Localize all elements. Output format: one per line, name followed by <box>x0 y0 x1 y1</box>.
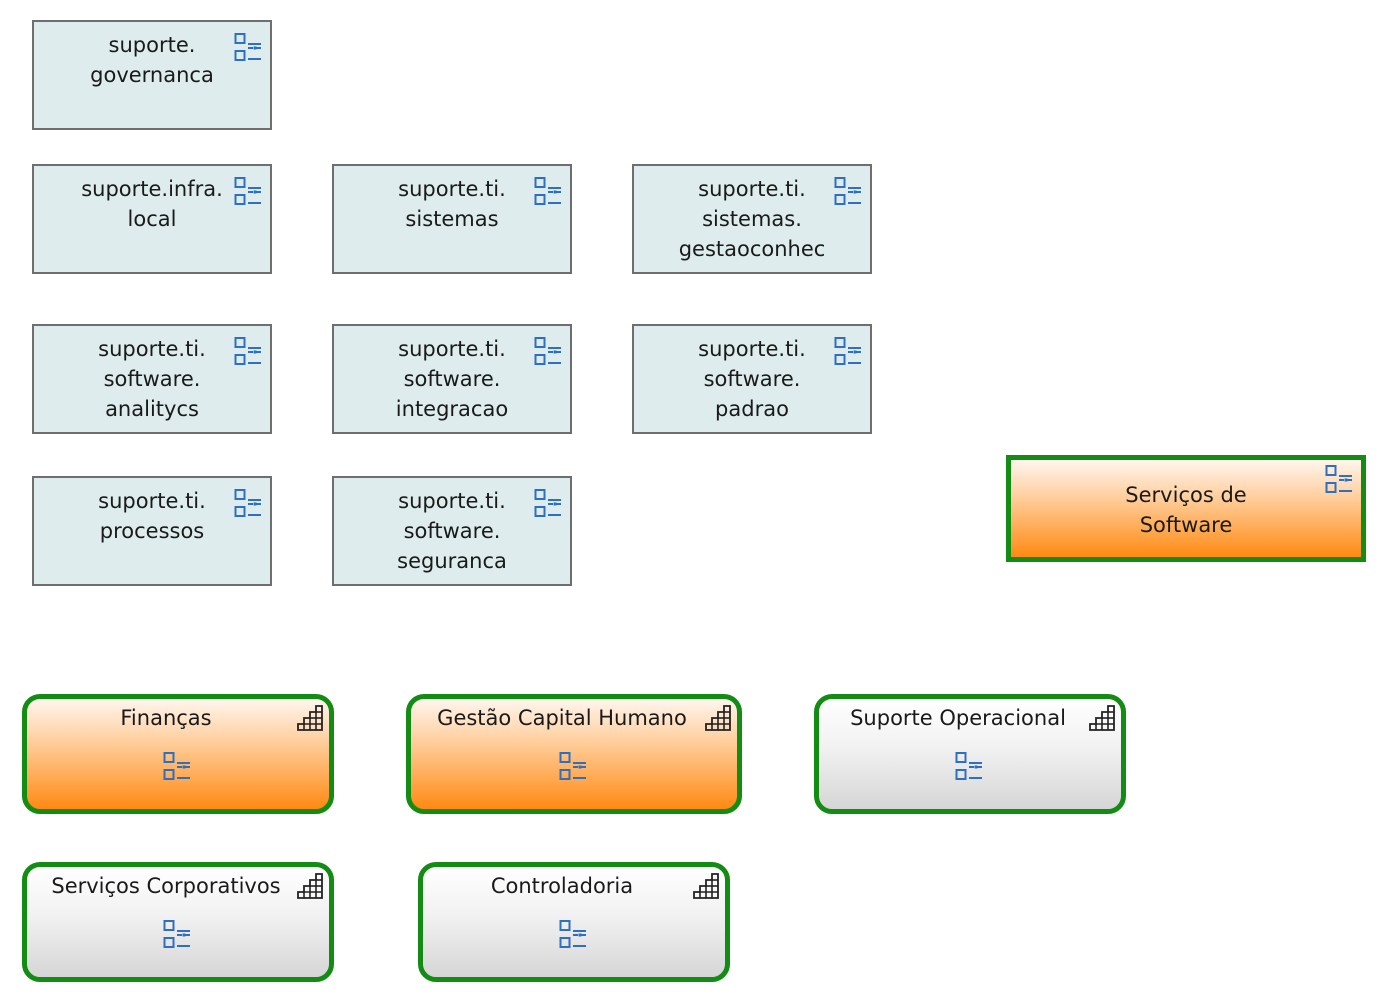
capability-node-financas[interactable]: Finanças <box>22 694 334 814</box>
capability-node-suporte-operacional[interactable]: Suporte Operacional <box>814 694 1126 814</box>
capability-node-gestao-capital-humano[interactable]: Gestão Capital Humano <box>406 694 742 814</box>
module-node-ti-sistemas[interactable]: suporte.ti. sistemas <box>332 164 572 274</box>
module-node-governanca[interactable]: suporte. governanca <box>32 20 272 130</box>
list-icon <box>834 336 862 368</box>
grid-icon <box>297 873 323 899</box>
capability-title: Finanças <box>120 706 212 730</box>
module-node-label: suporte.infra. local <box>81 177 223 231</box>
list-icon <box>559 751 587 783</box>
list-icon <box>955 751 983 783</box>
grid-icon <box>1089 705 1115 731</box>
capability-node-controladoria[interactable]: Controladoria <box>418 862 730 982</box>
module-node-ti-software-analitycs[interactable]: suporte.ti. software. analitycs <box>32 324 272 434</box>
grid-icon <box>297 705 323 731</box>
module-node-ti-sistemas-gestaoconhec[interactable]: suporte.ti. sistemas. gestaoconhec <box>632 164 872 274</box>
capability-title: Gestão Capital Humano <box>437 706 687 730</box>
list-icon <box>534 336 562 368</box>
module-node-ti-software-seguranca[interactable]: suporte.ti. software. seguranca <box>332 476 572 586</box>
list-icon <box>234 176 262 208</box>
list-icon <box>534 176 562 208</box>
grid-icon <box>693 873 719 899</box>
module-node-infra-local[interactable]: suporte.infra. local <box>32 164 272 274</box>
capability-title: Suporte Operacional <box>850 706 1066 730</box>
module-node-label: suporte.ti. processos <box>98 489 206 543</box>
highlighted-node-servicos-de-software[interactable]: Serviços de Software <box>1006 455 1366 562</box>
module-node-label: suporte.ti. software. analitycs <box>98 337 206 421</box>
module-node-label: suporte.ti. software. seguranca <box>397 489 507 573</box>
module-node-ti-software-padrao[interactable]: suporte.ti. software. padrao <box>632 324 872 434</box>
highlighted-node-label: Serviços de Software <box>1125 483 1247 537</box>
capability-title: Serviços Corporativos <box>51 874 281 898</box>
list-icon <box>163 919 191 951</box>
module-node-ti-processos[interactable]: suporte.ti. processos <box>32 476 272 586</box>
list-icon <box>534 488 562 520</box>
module-node-label: suporte. governanca <box>90 33 214 87</box>
list-icon <box>559 919 587 951</box>
module-node-label: suporte.ti. software. integracao <box>395 337 509 421</box>
capability-node-servicos-corporativos[interactable]: Serviços Corporativos <box>22 862 334 982</box>
list-icon <box>234 32 262 64</box>
module-node-label: suporte.ti. software. padrao <box>698 337 806 421</box>
list-icon <box>834 176 862 208</box>
module-node-label: suporte.ti. sistemas. gestaoconhec <box>678 177 826 261</box>
list-icon <box>1325 464 1353 496</box>
list-icon <box>163 751 191 783</box>
capability-title: Controladoria <box>490 874 634 898</box>
module-node-label: suporte.ti. sistemas <box>398 177 506 231</box>
module-node-ti-software-integracao[interactable]: suporte.ti. software. integracao <box>332 324 572 434</box>
list-icon <box>234 488 262 520</box>
grid-icon <box>705 705 731 731</box>
list-icon <box>234 336 262 368</box>
